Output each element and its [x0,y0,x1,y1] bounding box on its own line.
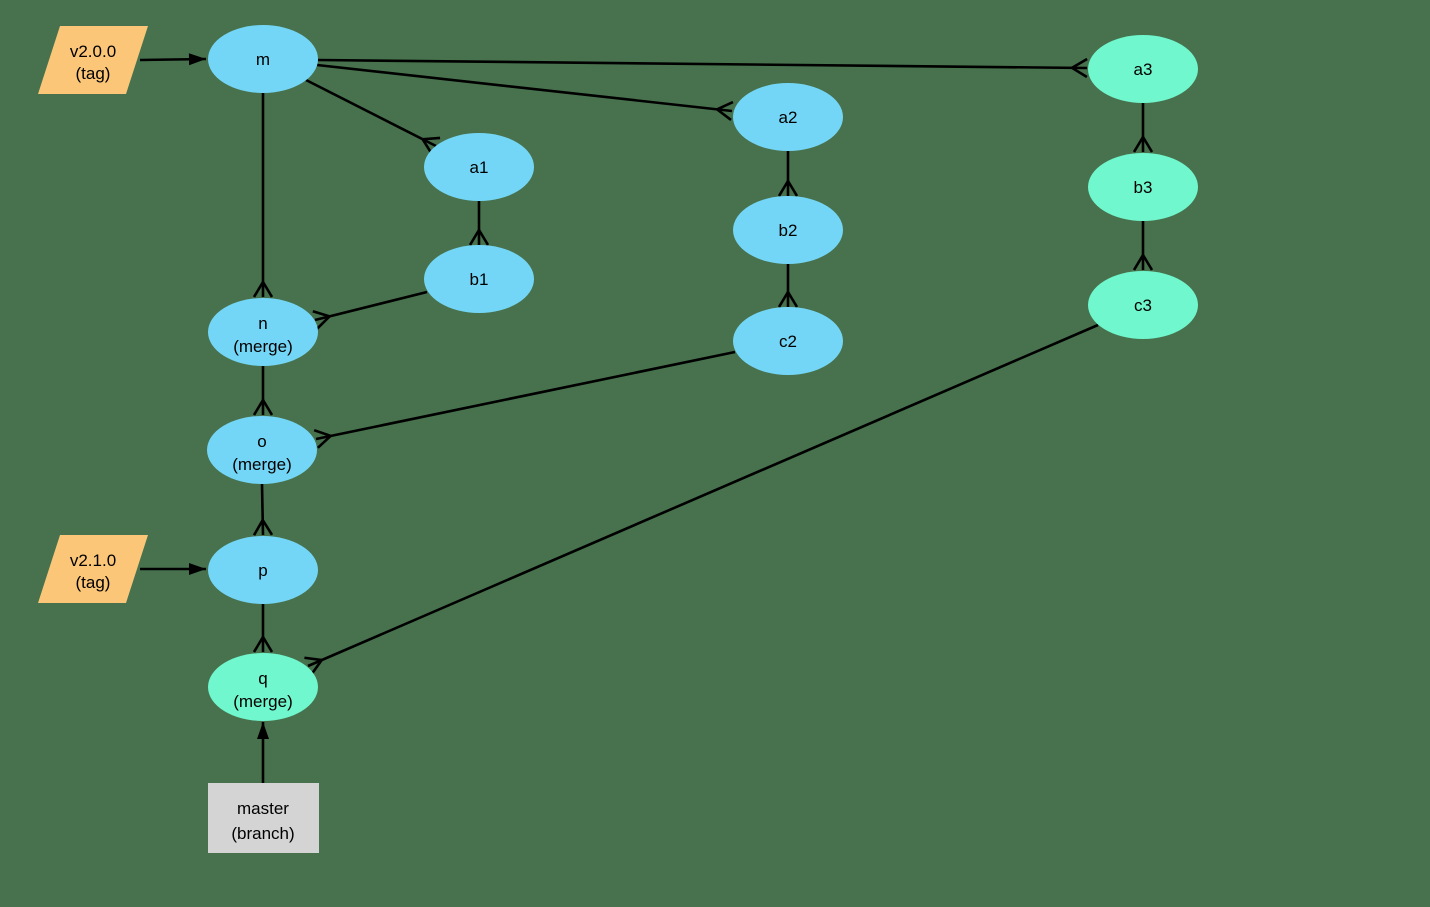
commit-ellipse-b2 [733,196,843,264]
commit-label-a1: a1 [470,158,489,177]
tag-label-v2-0-0: v2.0.0 [70,42,116,61]
commit-ellipse-q [208,653,318,721]
tag-node-v2-0-0: v2.0.0 (tag) [38,26,148,94]
tag-sublabel-v2-0-0: (tag) [76,64,111,83]
branch-label-master: master [237,799,289,818]
commit-ellipse-p [208,536,318,604]
commit-label-m: m [256,50,270,69]
branch-shape-master [208,783,319,853]
commit-label-p: p [258,561,267,580]
commit-ellipse-b3 [1088,153,1198,221]
commit-ellipse-o [207,416,317,484]
commit-label-n: n [258,314,267,333]
commit-ellipse-m [208,25,318,93]
tag-shape-v2-0-0 [38,26,148,94]
edge-m-a2 [316,63,732,111]
commit-node-b1: b1 [424,245,534,313]
commit-ellipse-a2 [733,83,843,151]
commit-node-n: n (merge) [208,298,318,366]
commit-ellipse-a1 [424,133,534,201]
commit-node-b2: b2 [733,196,843,264]
commit-node-a3: a3 [1088,35,1198,103]
commit-sublabel-n: (merge) [233,337,293,356]
commit-ellipse-a3 [1088,35,1198,103]
commit-label-a3: a3 [1134,60,1153,79]
edge-tag-v200-m [139,53,207,66]
edge-m-a1 [305,78,436,146]
commit-ellipse-b1 [424,245,534,313]
commit-node-p: p [208,536,318,604]
commit-label-a2: a2 [779,108,798,127]
commit-node-a2: a2 [733,83,843,151]
commit-ellipse-n [208,298,318,366]
commit-node-q: q (merge) [208,653,318,721]
commit-label-c3: c3 [1134,296,1152,315]
commit-label-b2: b2 [779,221,798,240]
tag-sublabel-v2-1-0: (tag) [76,573,111,592]
branch-node-master: master (branch) [208,783,319,853]
commit-node-b3: b3 [1088,153,1198,221]
commit-label-b1: b1 [470,270,489,289]
commit-ellipse-c2 [733,307,843,375]
edge-o-p [262,483,263,535]
tag-shape-v2-1-0 [38,535,148,603]
commit-label-c2: c2 [779,332,797,351]
commit-label-q: q [258,669,267,688]
edge-c2-o [316,350,736,439]
commit-edges [262,60,1143,666]
tag-label-v2-1-0: v2.1.0 [70,551,116,570]
commit-sublabel-o: (merge) [232,455,292,474]
commit-label-b3: b3 [1134,178,1153,197]
commit-node-c3: c3 [1088,271,1198,339]
pointer-edges [139,53,269,783]
commit-node-m: m [208,25,318,93]
branch-sublabel-master: (branch) [231,824,294,843]
edge-c3-q [308,323,1099,666]
commit-ellipse-c3 [1088,271,1198,339]
edge-m-a3 [317,60,1087,68]
commit-node-a1: a1 [424,133,534,201]
commit-node-c2: c2 [733,307,843,375]
tag-node-v2-1-0: v2.1.0 (tag) [38,535,148,603]
edge-b1-n [315,290,428,320]
commit-label-o: o [257,432,266,451]
commit-sublabel-q: (merge) [233,692,293,711]
commit-node-o: o (merge) [207,416,317,484]
